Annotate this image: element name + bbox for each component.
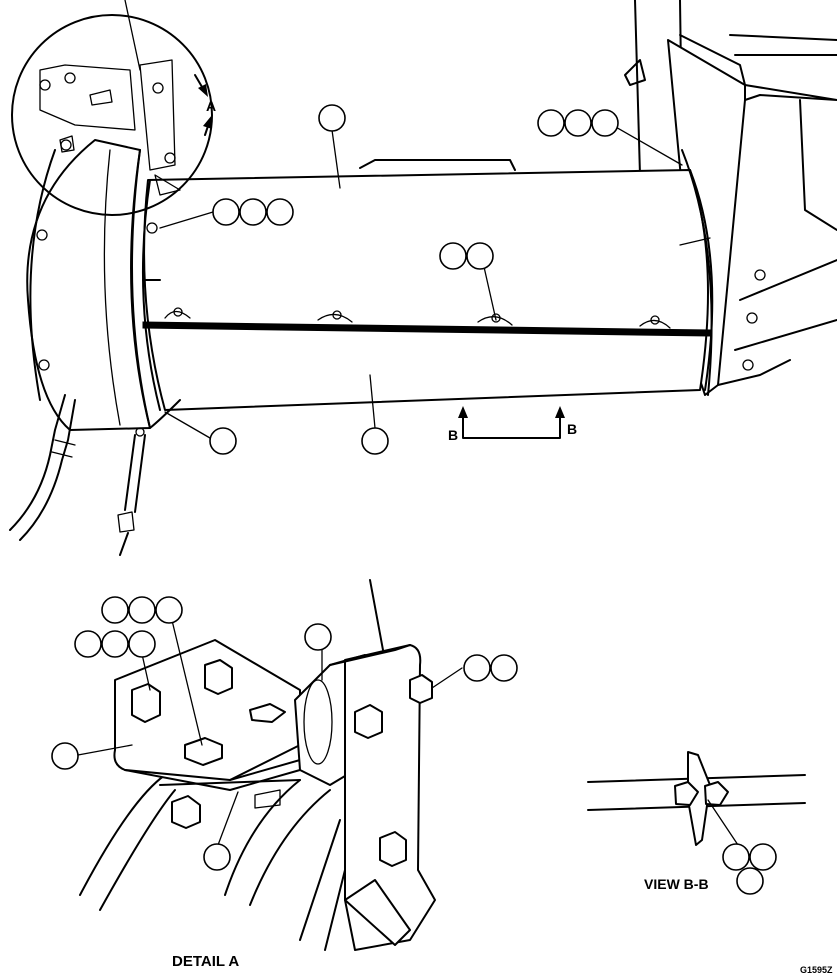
callout-bubble bbox=[490, 654, 518, 682]
section-b-marker bbox=[458, 406, 565, 439]
callout-bubble bbox=[304, 623, 332, 651]
detail-a-title: DETAIL A bbox=[172, 953, 239, 970]
callout-bubble bbox=[239, 198, 267, 226]
callout-bubble bbox=[209, 427, 237, 455]
callout-bubble bbox=[128, 630, 156, 658]
drawing-number: G1595Z bbox=[800, 965, 833, 975]
callout-bubble bbox=[361, 427, 389, 455]
main-callout-bubbles bbox=[209, 104, 619, 455]
section-b-marker-left: B bbox=[448, 427, 458, 443]
view-a-arrows bbox=[194, 74, 212, 136]
callout-bubble bbox=[749, 843, 777, 871]
housing-body bbox=[143, 149, 714, 411]
clamp-band bbox=[142, 237, 711, 337]
callout-bubble bbox=[318, 104, 346, 132]
callout-bubble bbox=[101, 596, 129, 624]
view-b-b: VIEW B-B bbox=[587, 751, 806, 895]
callout-bubble bbox=[439, 242, 467, 270]
end-cap bbox=[26, 139, 181, 437]
callout-bubble bbox=[564, 109, 592, 137]
callout-bubble bbox=[537, 109, 565, 137]
callout-bubble bbox=[155, 596, 183, 624]
callout-bubble bbox=[101, 630, 129, 658]
view-a-marker: A bbox=[206, 98, 216, 114]
section-b-marker-right: B bbox=[567, 421, 577, 437]
mounting-frame bbox=[624, 0, 837, 396]
view-b-b-title: VIEW B-B bbox=[644, 876, 709, 892]
detail-bolts bbox=[131, 659, 433, 867]
callout-bubble bbox=[463, 654, 491, 682]
main-assembly-view: A B B bbox=[9, 0, 837, 556]
callout-bubble bbox=[591, 109, 619, 137]
callout-bubble bbox=[722, 843, 750, 871]
callout-bubble bbox=[203, 843, 231, 871]
callout-bubble bbox=[74, 630, 102, 658]
detail-a-callout-circle bbox=[11, 0, 213, 216]
callout-bubble bbox=[212, 198, 240, 226]
callout-bubble bbox=[466, 242, 494, 270]
detail-callout-bubbles bbox=[51, 596, 518, 871]
detail-a-view: DETAIL A bbox=[51, 579, 518, 970]
callout-bubble bbox=[51, 742, 79, 770]
callout-bubble bbox=[266, 198, 294, 226]
hose-line bbox=[9, 394, 146, 556]
callout-bubble bbox=[736, 867, 764, 895]
callout-bubble bbox=[128, 596, 156, 624]
